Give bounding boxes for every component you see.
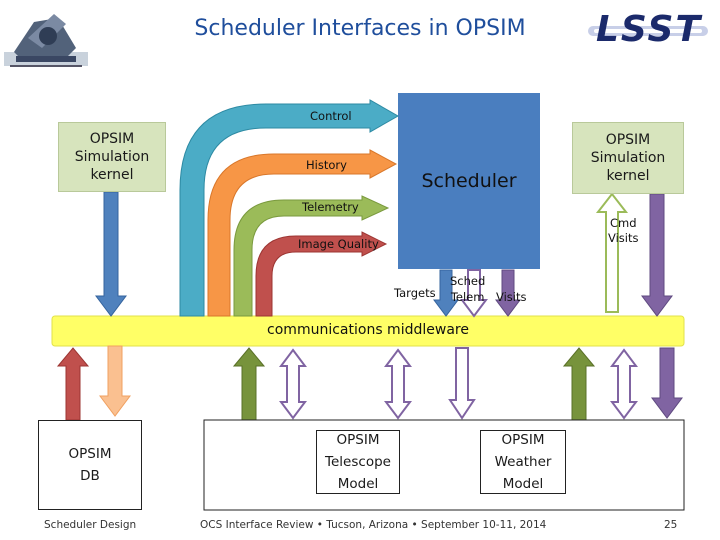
telescope-logo	[4, 8, 88, 70]
left-simulation-kernel-box: OPSIM Simulation kernel	[58, 122, 166, 192]
telescope-icon	[4, 14, 88, 67]
footer-page-number: 25	[664, 519, 678, 531]
double-arrow-2	[384, 348, 412, 420]
control-label: Control	[310, 109, 352, 123]
history-label: History	[306, 158, 347, 172]
sched-telem-label: Sched Telem	[450, 274, 486, 304]
image-quality-label: Image Quality	[298, 237, 379, 251]
models-container	[203, 419, 685, 511]
control-arrow	[179, 99, 400, 317]
purple-down-arrow	[651, 347, 683, 419]
lsst-logo: LSST	[586, 8, 712, 52]
telemetry-label: Telemetry	[302, 200, 359, 214]
middleware-label: communications middleware	[267, 322, 469, 338]
middleware-bar	[51, 315, 685, 347]
image-quality-arrow	[255, 231, 388, 317]
targets-arrow	[433, 269, 459, 317]
right-kernel-visits-arrow	[641, 193, 673, 317]
visits-label: Visits	[496, 290, 527, 304]
cmd-visits-label: Cmd Visits	[608, 216, 639, 245]
page-title: Scheduler Interfaces in OPSIM	[194, 16, 526, 41]
cmd-visits-arrow	[595, 192, 629, 313]
sched-telem-arrow	[460, 269, 488, 318]
targets-label: Targets	[394, 286, 436, 300]
opsim-db-box: OPSIM DB	[38, 420, 142, 510]
double-arrow-4	[610, 348, 638, 420]
footer-left: Scheduler Design	[44, 519, 137, 531]
telemetry-arrow	[233, 195, 390, 317]
green-up-arrow-1	[232, 347, 266, 421]
green-up-arrow-2	[562, 347, 596, 421]
right-simulation-kernel-box: OPSIM Simulation kernel	[572, 122, 684, 194]
lsst-logo-mark	[588, 26, 708, 36]
db-down-arrow	[99, 345, 131, 417]
history-arrow	[207, 149, 398, 317]
scheduler-label: Scheduler	[421, 170, 517, 192]
telescope-model-box: OPSIM Telescope Model	[316, 430, 400, 494]
down-arrow-3	[448, 347, 476, 420]
visits-arrow	[495, 269, 521, 317]
weather-model-box: OPSIM Weather Model	[480, 430, 566, 494]
lsst-logo-text: LSST	[595, 9, 703, 50]
left-kernel-arrow	[95, 191, 127, 317]
db-up-arrow	[56, 347, 90, 421]
double-arrow-1	[279, 348, 307, 420]
footer-center: OCS Interface Review • Tucson, Arizona •…	[200, 519, 547, 531]
scheduler-box	[398, 93, 540, 269]
